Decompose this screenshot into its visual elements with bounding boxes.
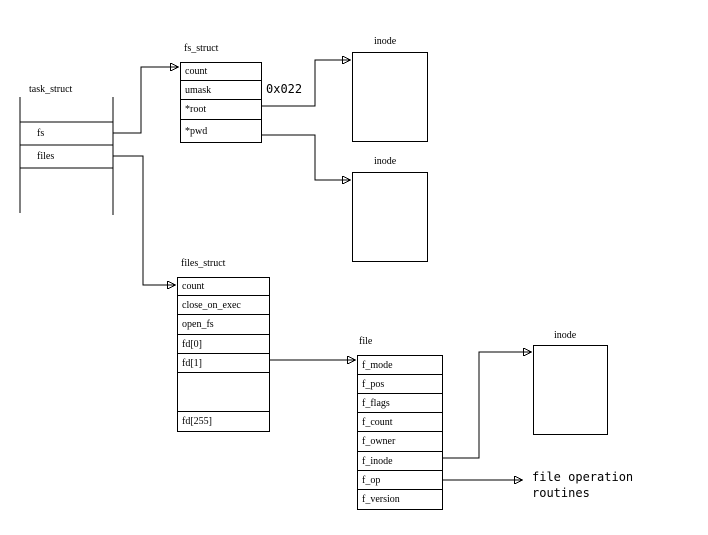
fs-struct-field-root: *root: [181, 100, 261, 120]
files-struct-field-fd0: fd[0]: [178, 335, 269, 354]
files-struct-box: count close_on_exec open_fs fd[0] fd[1] …: [177, 277, 270, 432]
inode-middle-title: inode: [374, 156, 397, 167]
fs-struct-box: count umask *root *pwd: [180, 62, 262, 143]
file-field-f-inode: f_inode: [358, 452, 442, 471]
inode-right-box: [533, 345, 608, 435]
fs-struct-title: fs_struct: [184, 43, 219, 54]
file-field-f-version: f_version: [362, 494, 400, 505]
file-operation-routines-line2: routines: [532, 486, 590, 500]
inode-top-box: [352, 52, 428, 142]
inode-top-title: inode: [374, 36, 397, 47]
inode-right-title: inode: [554, 330, 577, 341]
task-struct-title: task_struct: [29, 84, 73, 95]
file-field-f-count: f_count: [358, 413, 442, 432]
file-field-f-op: f_op: [358, 471, 442, 490]
task-struct-field-fs: fs: [37, 128, 45, 139]
file-field-f-pos: f_pos: [358, 375, 442, 394]
arrow-files-to-files-struct: [113, 155, 175, 285]
files-struct-field-fd255: fd[255]: [182, 416, 212, 427]
files-struct-field-gap: [178, 373, 269, 412]
file-field-f-owner: f_owner: [358, 432, 442, 452]
files-struct-field-close-on-exec: close_on_exec: [178, 296, 269, 315]
arrow-fs-to-fs-struct: [113, 67, 178, 134]
files-struct-field-fd1: fd[1]: [178, 354, 269, 373]
files-struct-title: files_struct: [181, 258, 226, 269]
files-struct-field-count: count: [178, 278, 269, 296]
file-struct-title: file: [359, 336, 373, 347]
file-struct-box: f_mode f_pos f_flags f_count f_owner f_i…: [357, 355, 443, 510]
arrow-finode-to-inode-right: [443, 352, 531, 459]
arrow-root-to-inode-top: [262, 60, 350, 107]
task-struct-field-files: files: [37, 151, 55, 162]
inode-middle-box: [352, 172, 428, 262]
file-field-f-mode: f_mode: [358, 356, 442, 375]
files-struct-field-open-fs: open_fs: [178, 315, 269, 335]
file-field-f-flags: f_flags: [358, 394, 442, 413]
umask-value: 0x022: [266, 82, 303, 96]
fs-struct-field-count: count: [181, 63, 261, 81]
fs-struct-field-pwd: *pwd: [185, 125, 208, 137]
file-operation-routines-line1: file operation: [532, 470, 634, 484]
fs-struct-field-umask: umask: [181, 81, 261, 100]
arrow-pwd-to-inode-middle: [262, 134, 350, 180]
